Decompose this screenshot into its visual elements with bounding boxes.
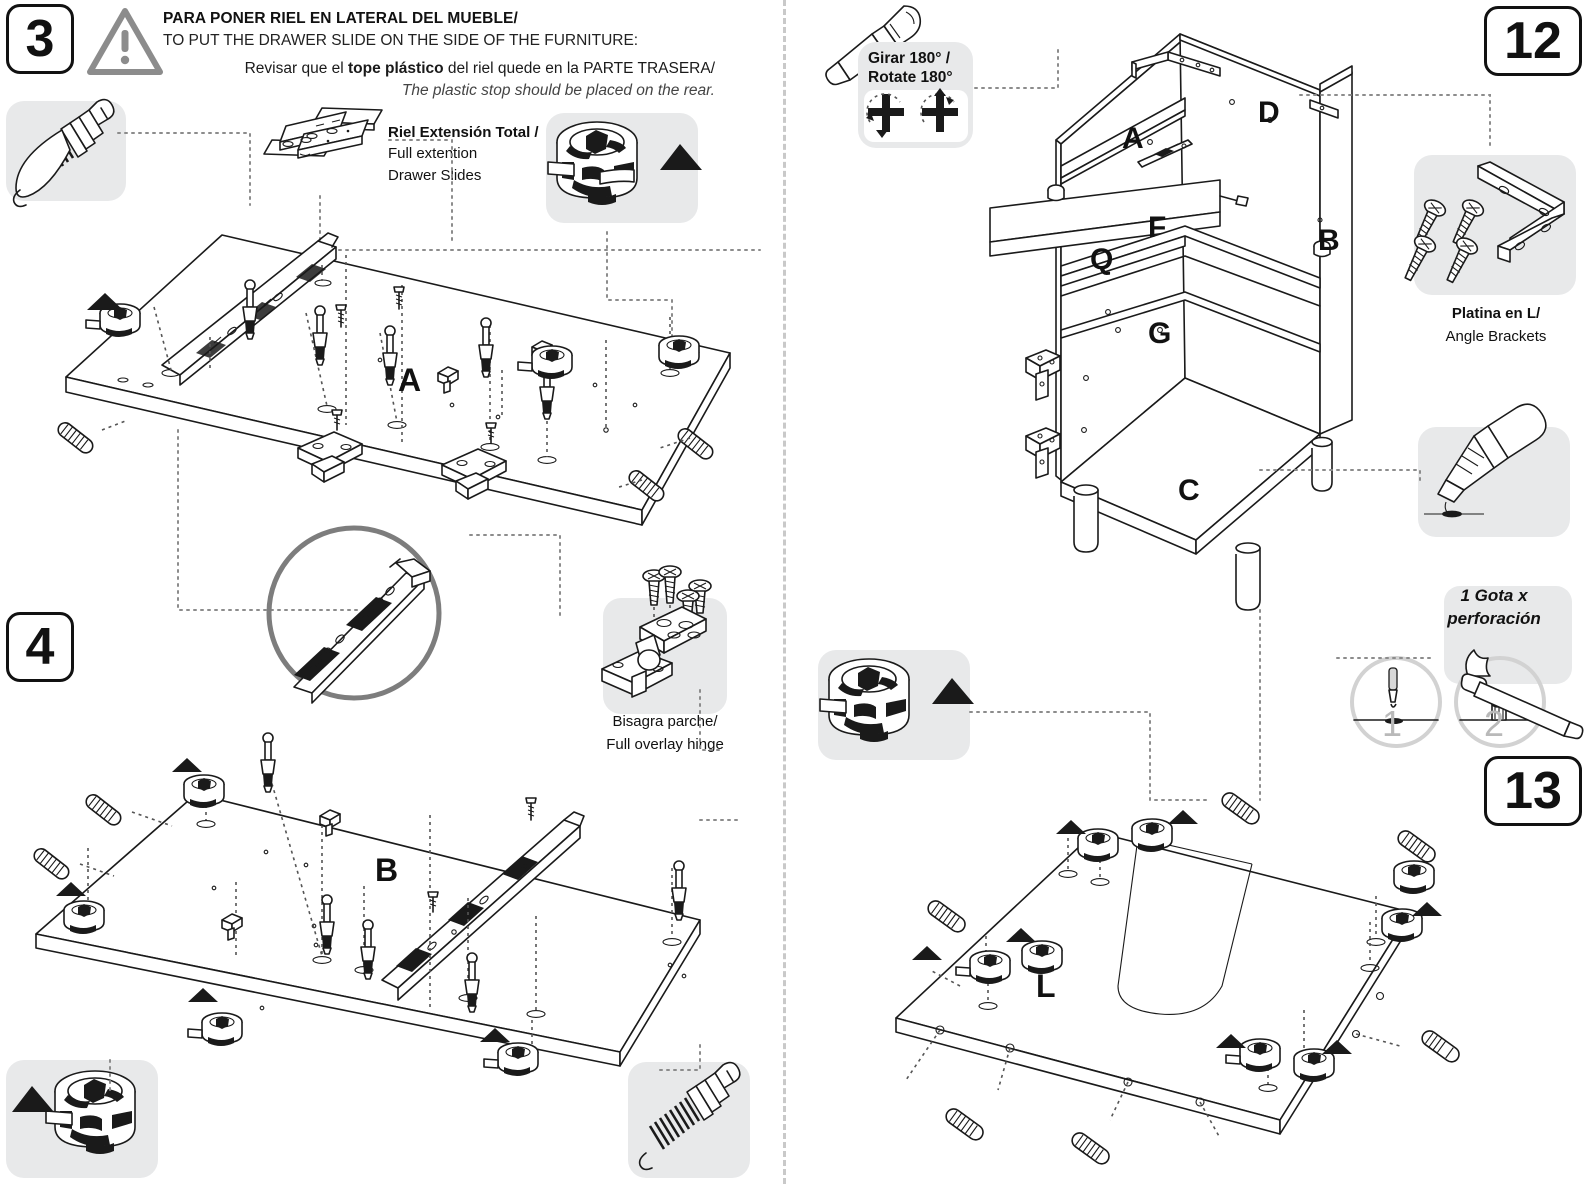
bracket-screw: [1404, 199, 1485, 284]
panel-l-board: [895, 831, 1411, 1139]
wooden-dowel: [1071, 1132, 1110, 1165]
cam-lock-small: [187, 1012, 243, 1046]
magnified-slide-detail: [266, 525, 442, 704]
wooden-dowel: [85, 794, 122, 826]
wooden-dowel: [927, 900, 966, 933]
step-number-12: 12: [1484, 6, 1582, 76]
cabinet-letter-f: F: [1148, 211, 1167, 244]
cabinet-letter-b: B: [1318, 224, 1340, 257]
hammer-icon: [1460, 649, 1584, 740]
drawer-slide-pair-icon: [263, 107, 383, 159]
shelf-pin: [221, 809, 341, 941]
panel-letter-b: B: [375, 852, 399, 888]
cabinet-assembly-drawing: [989, 33, 1353, 611]
wood-screw: [331, 286, 497, 444]
panel-letter-a: A: [398, 362, 422, 398]
cabinet-letter-d: D: [1258, 96, 1280, 129]
angle-bracket-caption: Platina en L/ Angle Brackets: [1410, 302, 1582, 349]
glue-substep-1-number: 1: [1382, 703, 1403, 744]
glue-caption-line2-fg: perforación: [1447, 608, 1541, 628]
wooden-dowel: [945, 1108, 984, 1141]
cam-lock-small: [1131, 818, 1173, 852]
panel-a-fasteners: [85, 279, 700, 444]
page-divider: [783, 0, 786, 1184]
cam-lock-icon-right: [819, 658, 910, 742]
wood-screw: [427, 797, 537, 913]
note-spanish: Revisar que el tope plástico del riel qu…: [130, 60, 715, 79]
glue-substep-2-number: 2: [1484, 703, 1505, 744]
wooden-dowel: [677, 428, 714, 460]
triangle-marker-icon-right: [932, 678, 974, 704]
heading-spanish: PARA PONER RIEL EN LATERAL DEL MUEBLE/: [163, 10, 518, 27]
cam-lock-small-3: [658, 335, 700, 369]
bracket-caption-line2: Angle Brackets: [1445, 328, 1547, 346]
wooden-dowel: [33, 848, 70, 880]
cross-screw-head-icon: [866, 88, 958, 138]
panel-b-fasteners: [33, 732, 687, 1076]
cam-lock-small: [955, 950, 1011, 984]
hinge-caption-line2: Full overlay hinge: [606, 736, 724, 754]
step-number-13: 13: [1484, 756, 1582, 826]
triangle-marker-icon-bl: [12, 1086, 54, 1112]
glue-caption-line1-fg: 1 Gota x: [1460, 586, 1528, 605]
angle-bracket-icon: [1404, 161, 1565, 284]
cam-lock-small: [183, 774, 225, 808]
minifix-screw: [260, 732, 687, 1013]
triangle-marker-icon: [660, 144, 702, 170]
cam-lock-small: [1077, 828, 1119, 862]
slide-caption-line1: Riel Extensión Total /: [388, 124, 539, 141]
cam-lock-small: [483, 1042, 539, 1076]
minifix-bolt-icon: [12, 98, 115, 208]
panel-l-fasteners: [912, 792, 1460, 1165]
rotate-label-en: Rotate 180°: [868, 69, 953, 87]
panel-letter-l: L: [1036, 968, 1056, 1004]
minifix-screw: [242, 279, 555, 420]
hinge-caption-line1: Bisagra parche/: [612, 713, 718, 730]
rotate-label-es: Girar 180° /: [868, 50, 951, 67]
minifix-bolt-icon-br: [638, 1061, 741, 1171]
cam-lock-small: [1021, 940, 1063, 974]
cam-lock-small-2: [517, 345, 573, 379]
cabinet-letter-a: A: [1122, 122, 1144, 155]
full-overlay-hinge-icon: [601, 565, 712, 698]
slide-caption-line3: Drawer Slides: [388, 166, 482, 184]
bracket-caption-line1: Platina en L/: [1451, 305, 1541, 322]
leader-lines-right: [969, 47, 1491, 801]
warning-triangle-icon: [86, 6, 164, 78]
wooden-dowel: [1397, 830, 1436, 863]
heading-english: TO PUT THE DRAWER SLIDE ON THE SIDE OF T…: [163, 32, 639, 49]
wooden-dowel: [628, 470, 665, 502]
rotate-label: Girar 180° / Rotate 180°: [868, 49, 978, 88]
cam-lock-icon-bottomleft: [45, 1070, 136, 1154]
step-number-4: 4: [6, 612, 74, 682]
hinge-screw: [642, 565, 712, 622]
slide-caption-line2: Full extention: [388, 145, 478, 163]
wooden-dowel: [1221, 792, 1260, 825]
drawer-slide-caption: Riel Extensión Total / Full extention Dr…: [388, 122, 558, 186]
cabinet-letter-q: Q: [1090, 243, 1114, 276]
leader-lines-step4: [109, 689, 741, 1091]
cam-lock-small: [1225, 1038, 1281, 1072]
note-spanish-post: del riel quede en la PARTE TRASERA/: [443, 60, 715, 77]
note-spanish-bold: tope plástico: [348, 60, 444, 77]
wooden-dowel: [1421, 1030, 1460, 1063]
cabinet-letter-c: C: [1178, 474, 1200, 507]
glue-caption-fg: 1 Gota x perforación: [1406, 585, 1582, 631]
note-english: The plastic stop should be placed on the…: [401, 82, 715, 99]
cabinet-letter-g: G: [1148, 317, 1172, 350]
cam-lock-icon: [547, 121, 638, 205]
hinge-caption: Bisagra parche/ Full overlay hinge: [588, 710, 742, 757]
leader-lines-step3: [117, 132, 761, 621]
step-number-3: 3: [6, 4, 74, 74]
cam-lock-small: [1393, 860, 1435, 894]
glue-bottle-icon: [1424, 403, 1547, 518]
cam-lock-small: [1293, 1048, 1335, 1082]
panel-a-dowels: [57, 419, 714, 502]
cam-lock-small: [1381, 908, 1423, 942]
wooden-dowel: [57, 422, 94, 454]
note-spanish-pre: Revisar que el: [244, 60, 348, 77]
cam-lock-small: [63, 900, 105, 934]
